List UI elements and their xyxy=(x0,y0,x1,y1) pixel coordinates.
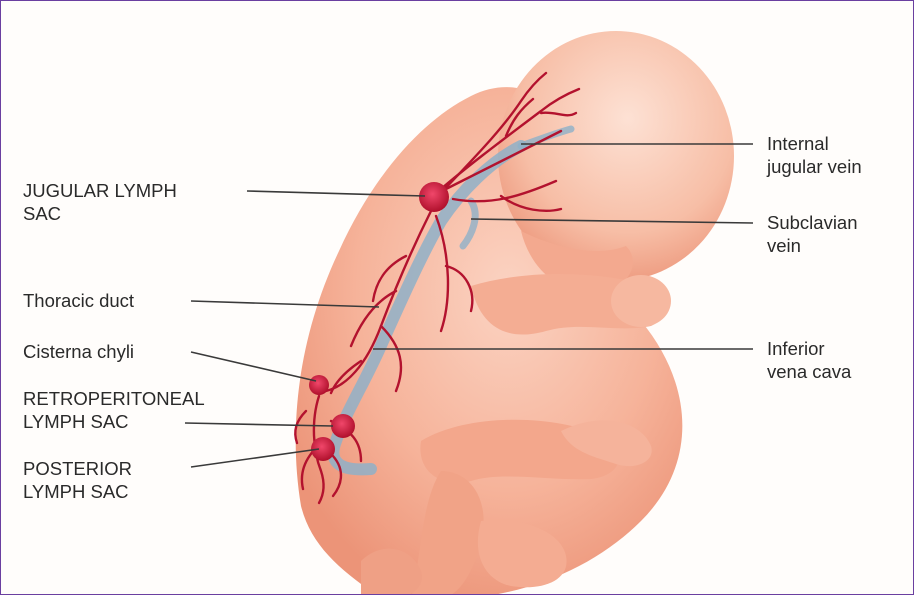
label-inferior-vena-cava-line2: vena cava xyxy=(767,360,851,383)
label-subclavian-line2: vein xyxy=(767,234,858,257)
label-posterior-line1: POSTERIOR xyxy=(23,457,132,480)
cisterna-chyli-shape xyxy=(309,375,329,395)
jugular-lymph-sac-shape xyxy=(419,182,449,212)
leader-cisterna-chyli xyxy=(191,352,316,381)
label-retroperitoneal-line1: RETROPERITONEAL xyxy=(23,387,205,410)
label-jugular-lymph-sac: JUGULAR LYMPH SAC xyxy=(23,179,177,225)
label-posterior-line2: LYMPH SAC xyxy=(23,480,132,503)
embryo-body xyxy=(296,31,734,595)
label-posterior-lymph-sac: POSTERIOR LYMPH SAC xyxy=(23,457,132,503)
label-jugular-lymph-sac-line2: SAC xyxy=(23,202,177,225)
label-subclavian-vein: Subclavian vein xyxy=(767,211,858,257)
label-internal-jugular-line2: jugular vein xyxy=(767,155,862,178)
label-subclavian-line1: Subclavian xyxy=(767,211,858,234)
label-retroperitoneal-lymph-sac: RETROPERITONEAL LYMPH SAC xyxy=(23,387,205,433)
label-cisterna-chyli: Cisterna chyli xyxy=(23,340,134,363)
label-jugular-lymph-sac-line1: JUGULAR LYMPH xyxy=(23,179,177,202)
label-inferior-vena-cava-line1: Inferior xyxy=(767,337,851,360)
label-inferior-vena-cava: Inferior vena cava xyxy=(767,337,851,383)
label-retroperitoneal-line2: LYMPH SAC xyxy=(23,410,205,433)
label-internal-jugular-vein: Internal jugular vein xyxy=(767,132,862,178)
label-thoracic-duct: Thoracic duct xyxy=(23,289,134,312)
retroperitoneal-lymph-sac-shape xyxy=(331,414,355,438)
label-internal-jugular-line1: Internal xyxy=(767,132,862,155)
